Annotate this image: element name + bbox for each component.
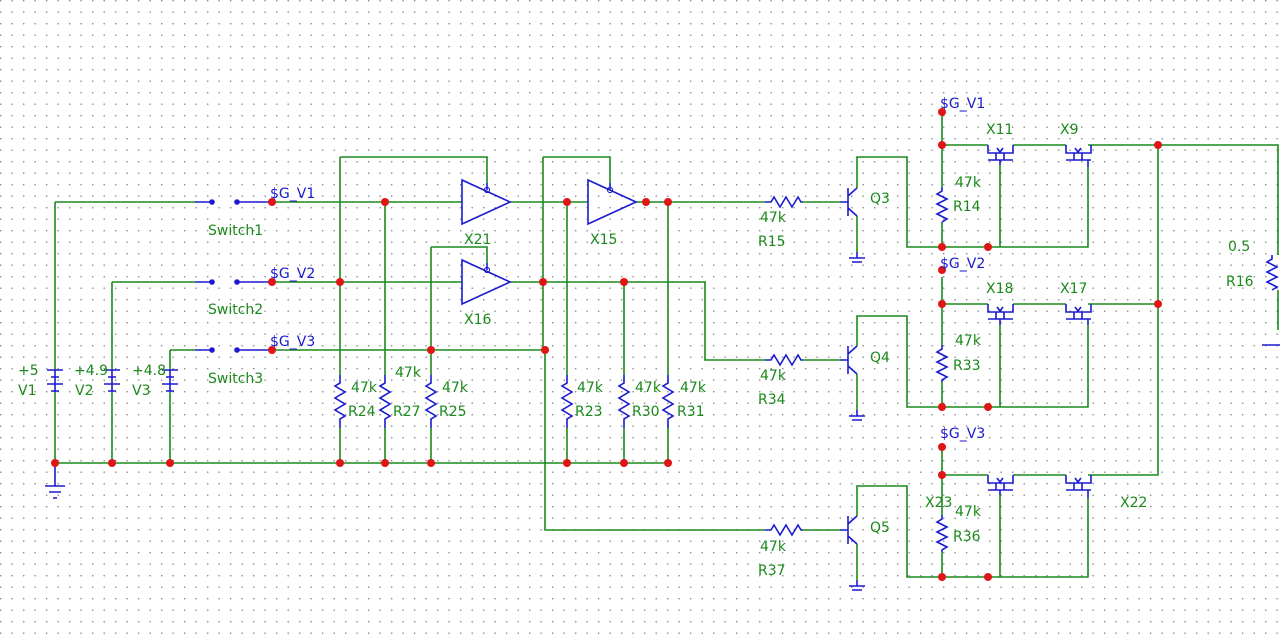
junctions <box>51 108 1162 581</box>
x22-label: X22 <box>1120 495 1147 511</box>
switch-3-label: Switch3 <box>208 371 263 387</box>
resistor-r33[interactable] <box>935 345 949 382</box>
buffer-x16[interactable] <box>461 258 512 306</box>
q4-label: Q4 <box>870 350 890 366</box>
r36-value: 47k <box>955 504 982 520</box>
r23-name: R23 <box>575 404 603 420</box>
r31-name: R31 <box>677 404 705 420</box>
r25-value: 47k <box>442 380 469 396</box>
net-label-g-v1: $G_V1 <box>270 186 315 202</box>
q5-label: Q5 <box>870 520 890 536</box>
resistor-r24[interactable] <box>333 375 347 428</box>
r33-name: R33 <box>953 358 981 374</box>
voltage-source-v1[interactable] <box>47 369 63 392</box>
r24-value: 47k <box>351 380 378 396</box>
q3-label: Q3 <box>870 191 890 207</box>
labels: +5 V1 +4.9 V2 +4.8 V3 Switch1 Switch2 Sw… <box>18 96 1254 579</box>
resistor-r37[interactable] <box>765 523 803 537</box>
r37-name: R37 <box>758 563 786 579</box>
r33-value: 47k <box>955 333 982 349</box>
mosfet-x18[interactable] <box>987 304 1014 325</box>
r34-name: R34 <box>758 392 786 408</box>
r36-name: R36 <box>953 529 981 545</box>
r27-name: R27 <box>393 404 421 420</box>
resistor-r25[interactable] <box>424 375 438 428</box>
r24-name: R24 <box>348 404 376 420</box>
buffer-x21[interactable] <box>461 178 512 226</box>
net-label-g-v1-right: $G_V1 <box>940 96 985 112</box>
buffer-x21-label: X21 <box>464 232 491 248</box>
mosfet-x23[interactable] <box>987 475 1014 495</box>
resistor-r15[interactable] <box>765 195 803 209</box>
bottom-resistors <box>333 375 675 428</box>
r23-value: 47k <box>577 380 604 396</box>
voltage-source-v2[interactable] <box>104 369 120 392</box>
r30-value: 47k <box>635 380 662 396</box>
buffers <box>461 178 638 306</box>
switch-1-label: Switch1 <box>208 223 263 239</box>
source-value-v1: +5 <box>18 363 39 379</box>
r27-value: 47k <box>395 365 422 381</box>
switch-2[interactable] <box>195 279 272 285</box>
buffer-x15-label: X15 <box>590 232 617 248</box>
transistor-q5[interactable] <box>840 515 865 591</box>
pullup-resistors <box>935 187 949 552</box>
net-label-g-v3-right: $G_V3 <box>940 426 985 442</box>
r14-value: 47k <box>955 175 982 191</box>
buffer-x15[interactable] <box>587 178 638 226</box>
transistor-q3[interactable] <box>840 187 865 263</box>
base-resistors <box>765 195 803 537</box>
switch-2-label: Switch2 <box>208 302 263 318</box>
mosfet-x11[interactable] <box>987 145 1014 165</box>
r15-name: R15 <box>758 234 786 250</box>
source-value-v3: +4.8 <box>132 363 166 379</box>
resistor-r23[interactable] <box>560 375 574 428</box>
source-value-v2: +4.9 <box>74 363 108 379</box>
transistor-q4[interactable] <box>840 345 865 421</box>
x18-label: X18 <box>986 281 1013 297</box>
resistor-r27[interactable] <box>378 375 392 428</box>
r30-name: R30 <box>632 404 660 420</box>
switches <box>195 199 272 353</box>
r37-value: 47k <box>760 539 787 555</box>
mosfet-x9[interactable] <box>1065 145 1092 167</box>
x11-label: X11 <box>986 122 1013 138</box>
buffer-x16-label: X16 <box>464 312 491 328</box>
source-name-v2: V2 <box>75 383 93 399</box>
source-name-v1: V1 <box>18 383 36 399</box>
mosfet-x17[interactable] <box>1065 304 1092 325</box>
resistor-r34[interactable] <box>765 353 803 367</box>
r34-value: 47k <box>760 368 787 384</box>
net-label-g-v2-right: $G_V2 <box>940 256 985 272</box>
resistor-r14[interactable] <box>935 187 949 223</box>
resistor-r31[interactable] <box>661 375 675 428</box>
x9-label: X9 <box>1060 122 1079 138</box>
r16-value: 0.5 <box>1228 239 1250 255</box>
x23-label: X23 <box>925 495 952 511</box>
resistor-r36[interactable] <box>935 515 949 552</box>
ground-symbol <box>45 463 65 499</box>
r31-value: 47k <box>680 380 707 396</box>
switch-3[interactable] <box>195 347 272 353</box>
resistor-r30[interactable] <box>617 375 631 428</box>
r16-name: R16 <box>1226 274 1254 290</box>
x17-label: X17 <box>1060 281 1087 297</box>
voltage-source-v3[interactable] <box>162 369 178 392</box>
switch-1[interactable] <box>195 199 272 205</box>
sources <box>45 369 178 499</box>
r25-name: R25 <box>439 404 467 420</box>
net-label-g-v2: $G_V2 <box>270 266 315 282</box>
wires <box>54 112 1279 580</box>
transistors <box>840 187 865 591</box>
load-resistor-r16[interactable] <box>1262 255 1280 346</box>
source-name-v3: V3 <box>132 383 150 399</box>
r14-name: R14 <box>953 199 981 215</box>
net-label-g-v3: $G_V3 <box>270 334 315 350</box>
mosfet-x22[interactable] <box>1065 475 1092 498</box>
r15-value: 47k <box>760 210 787 226</box>
mosfets <box>987 145 1092 498</box>
